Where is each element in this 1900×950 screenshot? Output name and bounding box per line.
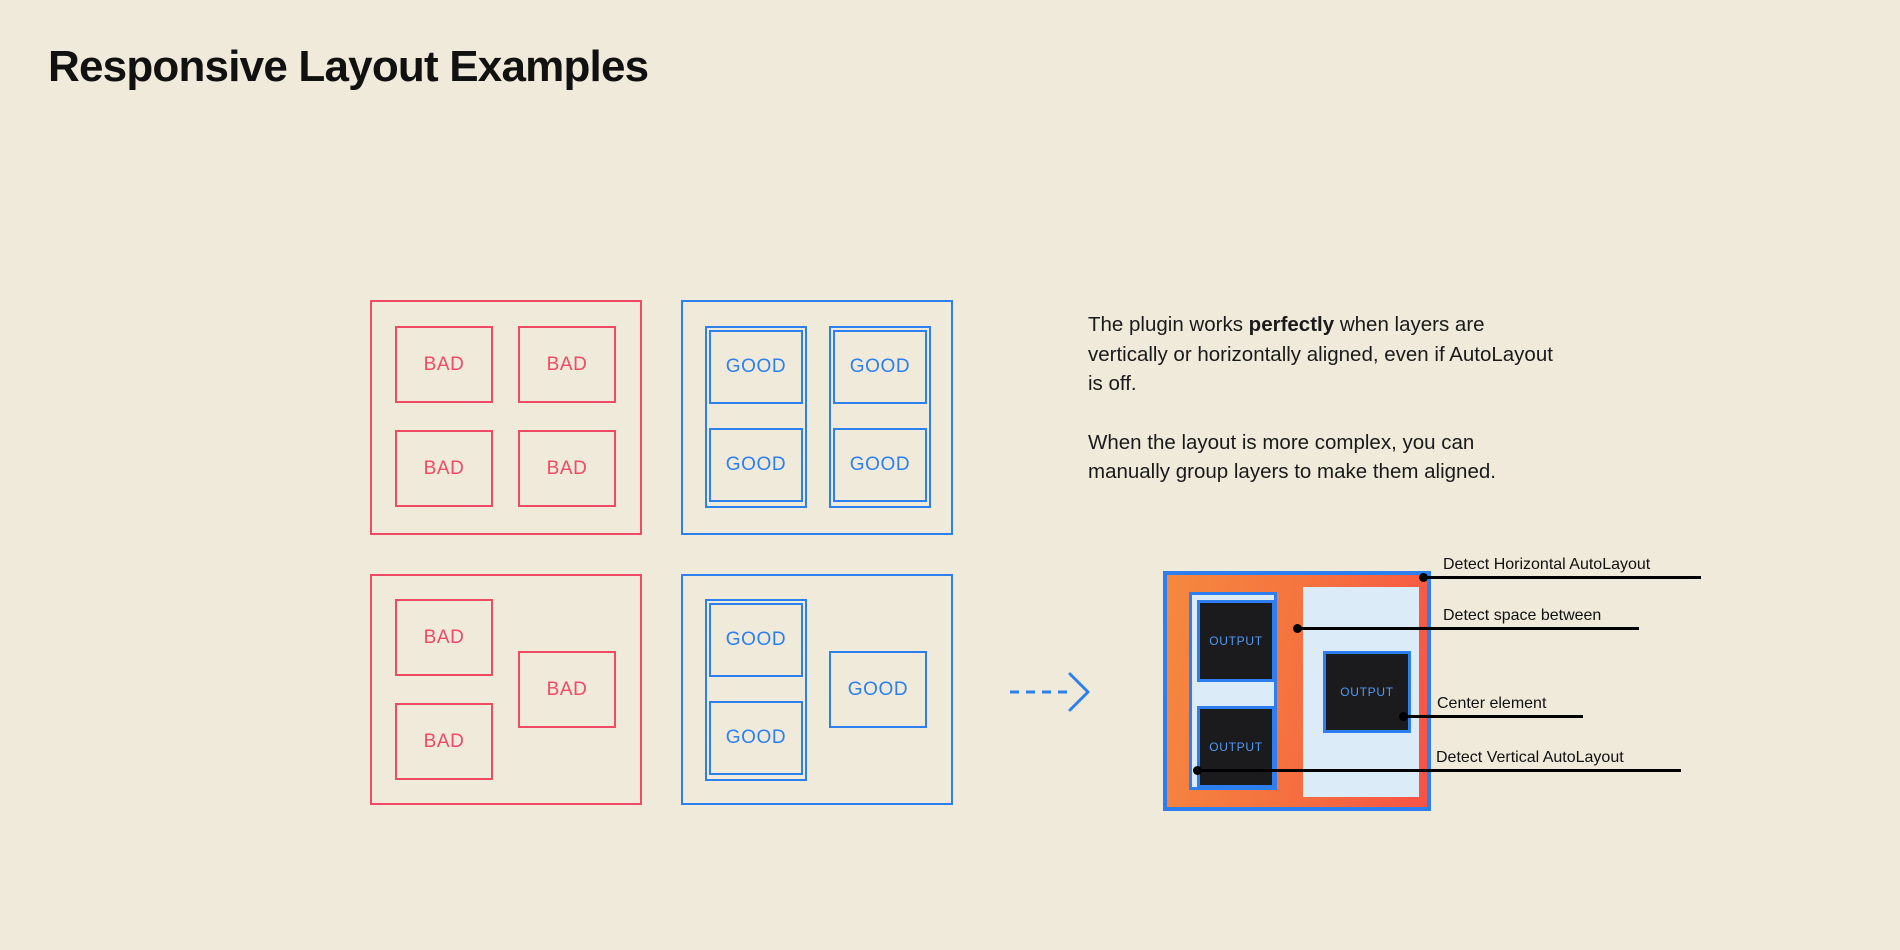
good-complex-frame	[681, 574, 953, 805]
output-box: OUTPUT	[1197, 706, 1275, 788]
callout-leader-line	[1423, 576, 1701, 579]
bad-cell: BAD	[518, 430, 616, 507]
good-grid-column-group: GOOD GOOD	[705, 326, 807, 508]
good-cell: GOOD	[709, 428, 803, 502]
vertical-stack-panel: OUTPUT OUTPUT	[1189, 592, 1277, 790]
callout-leader-line	[1197, 769, 1681, 772]
callout-label: Detect Vertical AutoLayout	[1436, 749, 1624, 766]
output-box: OUTPUT	[1197, 600, 1275, 682]
bad-cell: BAD	[518, 326, 616, 403]
good-cell: GOOD	[709, 701, 803, 775]
copy-p1-lead: The plugin works	[1088, 313, 1249, 336]
bad-cell: BAD	[395, 430, 493, 507]
bad-cell: BAD	[395, 599, 493, 676]
output-box: OUTPUT	[1323, 651, 1411, 733]
good-grid-column-group: GOOD GOOD	[829, 326, 931, 508]
copy-paragraph-2: When the layout is more complex, you can…	[1088, 430, 1496, 484]
good-cell: GOOD	[833, 330, 927, 404]
bad-complex-frame	[370, 574, 642, 805]
good-cell: GOOD	[709, 603, 803, 677]
good-cell: GOOD	[709, 330, 803, 404]
callout-label: Detect Horizontal AutoLayout	[1443, 556, 1651, 573]
example-good-complex: GOOD GOOD GOOD	[681, 574, 953, 805]
plugin-detection-diagram: OUTPUT OUTPUT OUTPUT	[1163, 571, 1431, 811]
callout-label: Center element	[1437, 695, 1547, 712]
copy-paragraph-1: The plugin works perfectly when layers a…	[1088, 310, 1558, 399]
bad-cell: BAD	[518, 651, 616, 728]
callout-leader-line	[1297, 627, 1639, 630]
good-complex-group: GOOD GOOD	[705, 599, 807, 781]
bad-grid-frame	[370, 300, 642, 535]
callout-leader-line	[1403, 715, 1583, 718]
example-bad-complex: BAD BAD BAD	[370, 574, 642, 805]
bad-cell: BAD	[395, 326, 493, 403]
example-bad-grid: BAD BAD BAD BAD	[370, 300, 642, 535]
page-title: Responsive Layout Examples	[48, 42, 649, 91]
good-cell: GOOD	[829, 651, 927, 728]
good-grid-frame	[681, 300, 953, 535]
copy-p1-emphasis: perfectly	[1248, 313, 1335, 336]
bad-cell: BAD	[395, 703, 493, 780]
copy-p1-tail: when layers are vertically or horizontal…	[1088, 313, 1553, 395]
explanatory-copy: The plugin works perfectly when layers a…	[1088, 310, 1558, 487]
callout-label: Detect space between	[1443, 607, 1602, 624]
dashed-arrow-right-icon	[1008, 672, 1098, 712]
example-good-grid: GOOD GOOD GOOD GOOD	[681, 300, 953, 535]
good-cell: GOOD	[833, 428, 927, 502]
